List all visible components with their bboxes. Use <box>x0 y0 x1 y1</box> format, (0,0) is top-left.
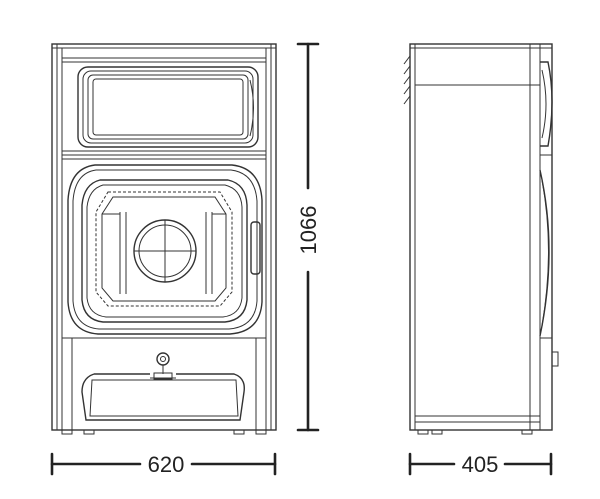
height-dimension: 1066 <box>296 42 321 432</box>
door <box>67 164 263 335</box>
side-view <box>403 43 559 435</box>
width-dimension: 620 <box>50 452 277 477</box>
drum-circle <box>133 219 197 283</box>
front-view <box>51 43 277 435</box>
lower-section <box>61 337 267 431</box>
height-label: 1066 <box>296 206 321 255</box>
depth-dimension: 405 <box>408 452 553 477</box>
door-handle <box>250 221 261 275</box>
feet <box>61 429 267 435</box>
depth-label: 405 <box>462 452 499 477</box>
side-lock <box>551 351 559 367</box>
rear-vent-marks <box>403 55 411 105</box>
lock-icon <box>150 352 176 380</box>
drawer <box>81 373 245 421</box>
control-panel-window <box>77 66 259 148</box>
side-control-panel <box>540 61 553 147</box>
width-label: 620 <box>148 452 185 477</box>
